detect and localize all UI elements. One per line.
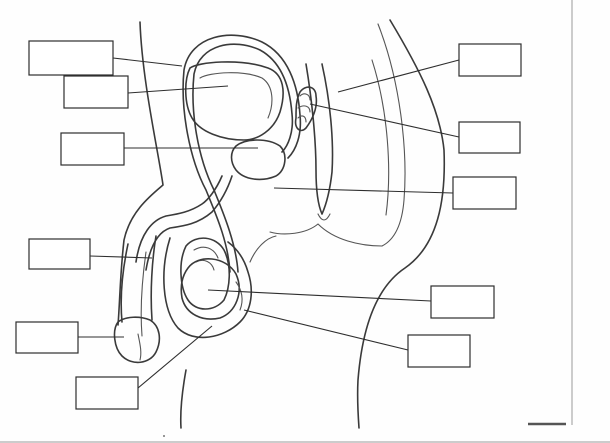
testis xyxy=(180,258,240,320)
leader-line-11 xyxy=(243,309,409,351)
label-box-2[interactable] xyxy=(63,75,129,109)
anus xyxy=(317,213,331,221)
label-box-5[interactable] xyxy=(15,321,79,354)
seminal-vesicle-folds xyxy=(297,93,311,123)
perineal-curve xyxy=(249,235,277,263)
abdomen-front-outline xyxy=(117,21,164,326)
urethra-lower xyxy=(135,175,223,263)
penis-shaft xyxy=(120,235,157,323)
seminal-vesicle xyxy=(294,86,318,132)
epididymis xyxy=(180,237,231,310)
leader-line-1 xyxy=(112,57,183,67)
sacrum-outline-inner xyxy=(371,59,390,216)
prostate-gland xyxy=(230,139,286,181)
label-box-3[interactable] xyxy=(60,132,125,166)
penis-corpus-line xyxy=(140,251,147,337)
leader-line-8 xyxy=(309,103,460,138)
leader-line-7 xyxy=(337,59,460,93)
leader-line-9 xyxy=(273,187,454,194)
label-box-6[interactable] xyxy=(75,376,139,410)
back-buttock-outline xyxy=(356,19,446,429)
sacrum-outline-outer xyxy=(377,23,406,247)
urethral-opening xyxy=(137,333,142,361)
rectum-outline xyxy=(305,63,334,215)
label-box-11[interactable] xyxy=(407,334,471,368)
leader-line-2 xyxy=(127,85,229,94)
bladder-inner-wall xyxy=(199,72,273,119)
label-box-8[interactable] xyxy=(458,121,521,154)
label-box-10[interactable] xyxy=(430,285,495,319)
scrotum-inner xyxy=(235,281,243,311)
glans xyxy=(113,316,161,364)
scrotum xyxy=(163,237,253,339)
label-box-7[interactable] xyxy=(458,43,522,77)
label-box-1[interactable] xyxy=(28,40,114,76)
vas-deferens-outer xyxy=(182,34,302,273)
leader-line-10 xyxy=(207,289,432,302)
leg-front-outline xyxy=(179,369,187,429)
label-box-4[interactable] xyxy=(28,238,91,270)
leader-line-6 xyxy=(137,325,213,389)
scan-speck xyxy=(163,435,165,437)
bladder-outline xyxy=(184,61,284,141)
vas-deferens-inner xyxy=(192,43,294,273)
perineum-line xyxy=(269,223,383,247)
label-box-9[interactable] xyxy=(452,176,517,210)
leader-line-4 xyxy=(89,255,153,259)
